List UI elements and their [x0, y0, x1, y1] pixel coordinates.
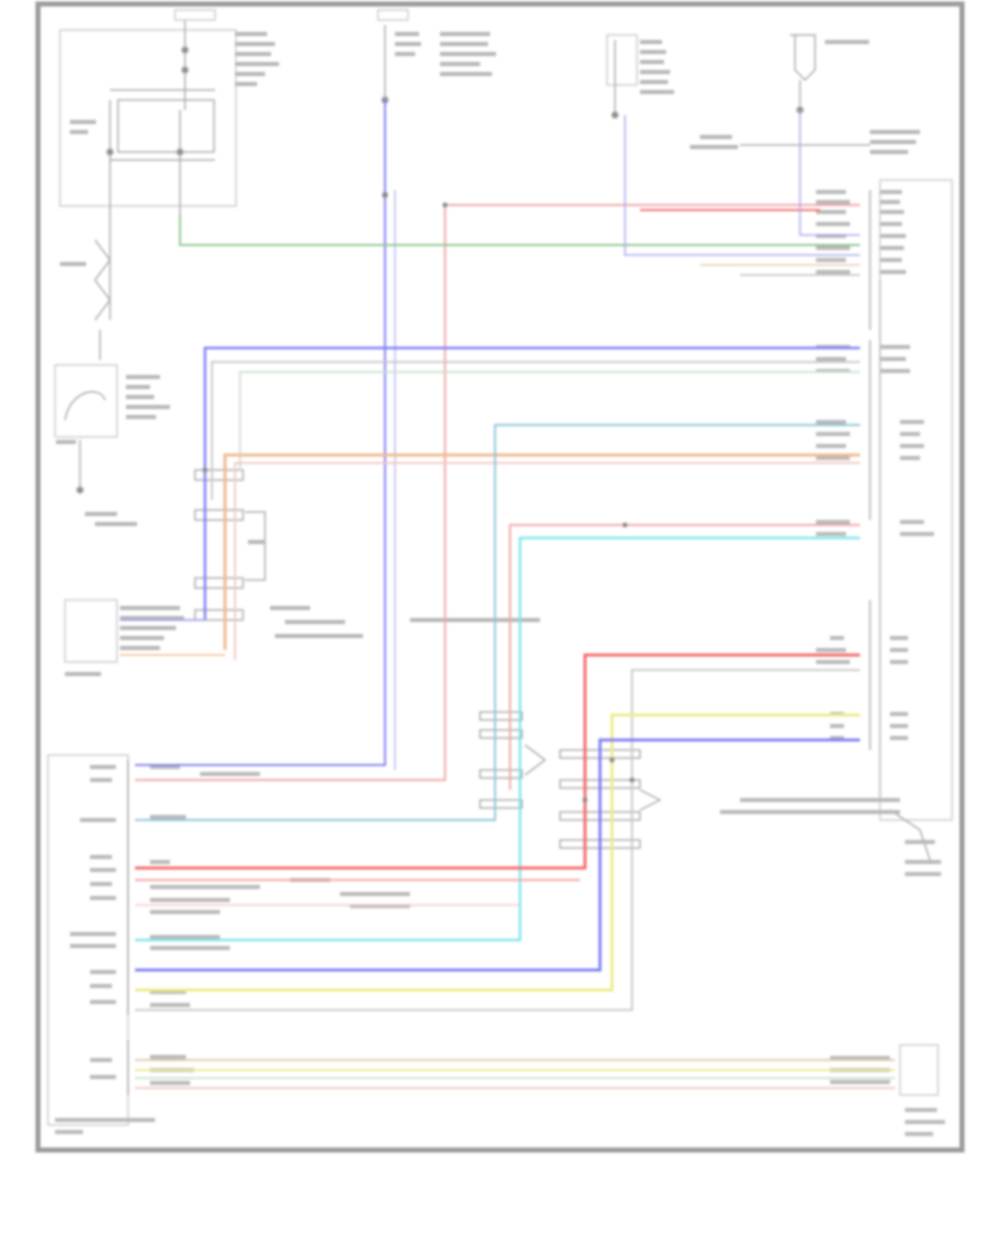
junction-dots	[202, 192, 635, 803]
switch-top	[377, 9, 409, 104]
bottom-right-devices	[889, 809, 939, 1096]
fuse-block	[59, 9, 237, 320]
wire-blue-ground	[799, 110, 860, 236]
wire-pink-top	[135, 204, 860, 781]
right-connector-pins	[816, 190, 934, 740]
control-unit	[47, 754, 129, 1126]
wire-pink-mid	[234, 462, 860, 660]
left-sensor-labels	[56, 262, 170, 526]
fuse-block-labels	[70, 32, 279, 134]
ground-top-right	[740, 34, 870, 146]
diagram-frame	[35, 1, 965, 1153]
left-module-labels	[65, 540, 540, 676]
wire-blue-mid	[203, 346, 860, 620]
bottom-right-labels	[720, 798, 945, 1136]
wire-red-bottom	[135, 653, 860, 870]
wire-green-fuse	[179, 215, 860, 246]
module-top	[606, 34, 638, 119]
wire-teal-vertical	[135, 424, 860, 821]
switch-top-labels	[395, 32, 496, 76]
module-top-labels	[640, 40, 674, 94]
wire-yellow	[135, 713, 860, 992]
wire-blue-bottom	[135, 738, 860, 972]
wire-gray-bottom	[135, 669, 860, 1011]
right-connector	[869, 179, 953, 821]
wire-cyan-long	[135, 536, 860, 942]
wire-blue-module-top	[624, 115, 860, 256]
wire-green-mid	[239, 371, 860, 470]
ground-top-right-labels	[690, 40, 920, 154]
wire-orange-mid	[223, 453, 860, 650]
wire-blue-top-switch	[135, 100, 386, 766]
wire-gray-mid	[211, 361, 860, 500]
wire-red-long	[509, 524, 860, 790]
left-sensor	[54, 239, 118, 494]
left-module	[64, 469, 266, 663]
